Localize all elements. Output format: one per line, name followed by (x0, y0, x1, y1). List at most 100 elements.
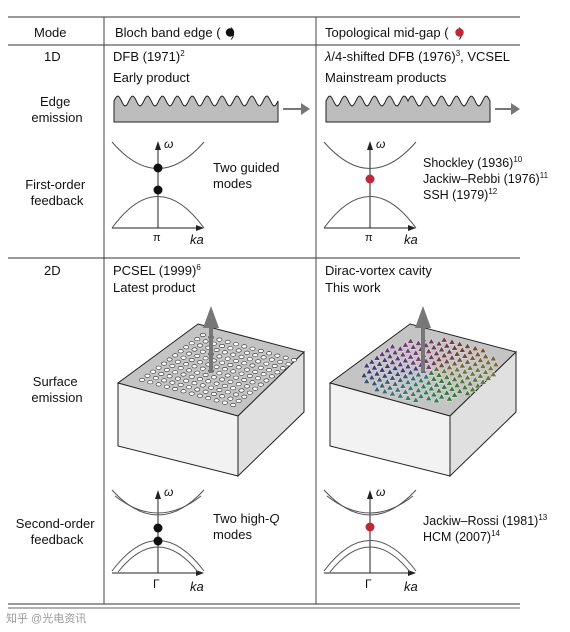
pcsel-air-hole (279, 366, 286, 371)
vortex-unit-cell (481, 368, 490, 375)
pcsel-air-hole (191, 381, 198, 386)
vortex-unit-cell (396, 392, 404, 399)
vortex-unit-cell (417, 376, 425, 384)
vortex-unit-cell (456, 371, 464, 379)
pcsel-air-hole (291, 358, 297, 363)
vortex-unit-cell (386, 352, 394, 359)
pcsel-air-hole (186, 368, 192, 373)
dfb-grating-block (113, 95, 279, 123)
vortex-unit-cell (399, 382, 407, 389)
pcsel-air-hole (199, 349, 206, 354)
vortex-unit-cell (394, 370, 402, 377)
pcsel-air-hole (255, 359, 261, 364)
pcsel-air-hole (227, 396, 234, 401)
pcsel-air-hole (144, 373, 151, 378)
vortex-unit-cell (368, 358, 376, 365)
vortex-unit-cell (440, 336, 448, 343)
band-diagram-1d-topo: ω π ka (323, 137, 418, 247)
vortex-unit-cell (448, 385, 456, 392)
pcsel-air-hole (227, 362, 234, 367)
vortex-unit-cell (394, 386, 402, 393)
vortex-unit-cell (396, 360, 404, 367)
vortex-unit-cell (365, 367, 373, 375)
vortex-unit-cell (375, 360, 384, 367)
pcsel-air-hole (244, 367, 250, 372)
vortex-unit-cell (391, 348, 399, 356)
pcsel-air-hole (163, 367, 170, 372)
pcsel-air-hole (216, 387, 223, 392)
pcsel-air-hole (213, 364, 220, 369)
pi-tick-label-right: π (365, 232, 373, 244)
vortex-unit-cell (406, 368, 415, 376)
pcsel-air-hole (257, 382, 264, 387)
pcsel-air-hole (233, 358, 239, 363)
vortex-unit-cell (412, 365, 420, 372)
vortex-unit-cell (381, 356, 389, 363)
pcsel-air-hole (186, 385, 192, 390)
vortex-unit-cell (450, 391, 459, 398)
vortex-unit-cell (412, 380, 420, 387)
vortex-unit-cell (404, 362, 412, 370)
vortex-unit-cell (430, 343, 438, 351)
vortex-unit-cell (487, 364, 495, 371)
vortex-unit-cell (463, 374, 472, 381)
early-product-label: Early product (113, 70, 190, 85)
gamma-dot-lower (153, 536, 163, 546)
pcsel-air-hole (227, 379, 234, 384)
vortex-unit-cell (476, 372, 485, 379)
pcsel-air-hole (246, 390, 253, 395)
vortex-unit-cell (363, 377, 371, 384)
vortex-unit-cell (422, 373, 430, 380)
vortex-unit-cell (435, 355, 443, 362)
emission-arrow-icon (283, 103, 310, 115)
vortex-unit-cell (448, 338, 456, 345)
vortex-unit-cell (445, 395, 454, 402)
vortex-unit-cell (437, 345, 446, 353)
header-topo: Topological mid-gap () (325, 25, 463, 40)
ka-axis-label-right: ka (404, 232, 418, 247)
pcsel-air-hole (202, 339, 209, 344)
gamma-tick-label: Γ (153, 577, 160, 591)
vortex-unit-cell (466, 364, 474, 371)
lambda4-grating-block (325, 95, 491, 123)
pcsel-air-hole (274, 370, 281, 375)
row-2d-label: 2D (44, 263, 61, 278)
pcsel-air-hole (205, 379, 212, 384)
vortex-unit-cell (479, 346, 487, 354)
vortex-unit-cell (443, 373, 451, 380)
band-edge-dot-lower (153, 185, 163, 195)
vortex-unit-cell (453, 350, 461, 357)
pcsel-air-hole (213, 398, 220, 403)
pcsel-air-hole (235, 365, 242, 370)
vortex-unit-cell (406, 353, 415, 360)
pcsel-air-hole (219, 360, 225, 365)
vortex-unit-cell (461, 352, 469, 359)
vortex-unit-cell (399, 351, 407, 358)
pcsel-air-hole (188, 391, 195, 396)
pcsel-air-hole (238, 388, 245, 393)
vortex-unit-cell (437, 361, 446, 368)
vortex-unit-cell (370, 379, 379, 386)
pcsel-air-hole (252, 353, 259, 358)
pcsel-air-hole (199, 332, 206, 337)
vortex-unit-cell (468, 385, 477, 393)
vortex-unit-cell (471, 376, 479, 383)
two-high-q-modes-note: Two high-Q modes (213, 511, 283, 542)
topo-2d-references: Jackiw–Rossi (1981)13 HCM (2007)14 (423, 509, 551, 544)
vortex-unit-cell (414, 339, 423, 346)
vortex-unit-cell (427, 369, 435, 376)
vortex-unit-cell (463, 358, 472, 365)
pcsel-chip (116, 306, 305, 478)
vortex-unit-cell (453, 365, 461, 373)
pcsel-air-hole (274, 353, 281, 358)
pcsel-air-hole (233, 375, 239, 380)
second-order-feedback-label: Second-order feedback (16, 516, 98, 547)
pcsel-1999-title: PCSEL (1999)6 (113, 263, 201, 278)
vortex-unit-cell (425, 394, 433, 401)
vortex-unit-cell (456, 387, 464, 394)
vertical-emission-arrow-icon (203, 306, 219, 328)
vortex-unit-cell (409, 343, 417, 350)
omega-label: ω (164, 137, 173, 151)
pcsel-air-hole (249, 346, 256, 351)
vortex-unit-cell (440, 383, 448, 390)
